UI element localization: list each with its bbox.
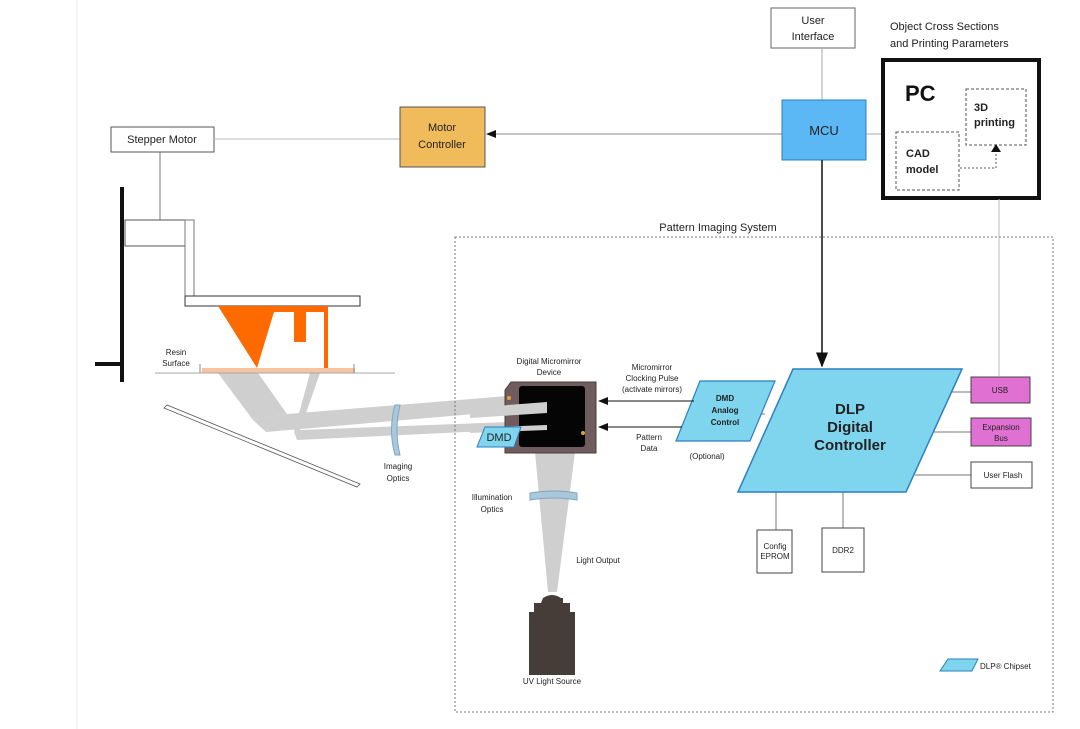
uv-light-source [529, 595, 575, 675]
illumination-optics-label: Illumination [472, 493, 512, 502]
dmd-analog-control [675, 380, 776, 442]
dmd-device-label: Device [537, 368, 562, 377]
mcu-label: MCU [809, 123, 839, 138]
illumination-optics-label: Optics [481, 505, 504, 514]
resin-surface-label: Resin [166, 348, 186, 357]
config-eprom-label: EPROM [760, 552, 790, 561]
clocking-pulse-label: Clocking Pulse [626, 374, 679, 383]
usb-label: USB [992, 386, 1008, 395]
expansion-bus-label: Bus [994, 434, 1008, 443]
cad-model-box [895, 131, 960, 191]
carriage [124, 219, 186, 247]
pc-label: PC [905, 81, 936, 106]
imaging-optics-label: Optics [387, 474, 410, 483]
light-output-beam [535, 452, 575, 592]
pc-box [881, 58, 1041, 200]
illumination-optics-lens [529, 490, 578, 501]
user-flash-label: User Flash [984, 471, 1023, 480]
dlp-controller-label: Digital [827, 419, 873, 436]
motor-controller-label: Controller [418, 139, 466, 151]
mirror [163, 404, 361, 488]
3d-printing-label: printing [974, 117, 1015, 129]
dmd-analog-control-label: Control [711, 418, 739, 427]
user-interface-box [770, 7, 856, 49]
light-beams [218, 373, 575, 592]
user-interface-label: User [801, 15, 825, 27]
user-interface-label: Interface [792, 31, 835, 43]
config-eprom-box [756, 529, 793, 574]
resin-surface-label: Surface [162, 359, 190, 368]
expansion-bus-label: Expansion [982, 423, 1019, 432]
pattern-data-label: Pattern [636, 433, 662, 442]
build-stage: Resin Surface [95, 152, 395, 488]
stepper-motor-box [110, 126, 215, 153]
legend-chipset-label: DLP® Chipset [980, 662, 1032, 671]
mcu-box [781, 99, 867, 161]
optional-label: (Optional) [689, 452, 724, 461]
motor-controller-box [399, 106, 486, 168]
cad-model-label: CAD [906, 148, 930, 160]
resin-surface [202, 368, 355, 373]
config-eprom-label: Config [763, 542, 786, 551]
dlp-controller-label: DLP [835, 401, 865, 418]
arrow-icon [991, 144, 1001, 152]
light-output-label: Light Output [576, 556, 620, 565]
legend-chipset-swatch [939, 658, 979, 672]
expansion-bus-box [970, 417, 1032, 447]
dmd-chip-label-box [476, 426, 522, 448]
clocking-pulse-label: Micromirror [632, 363, 673, 372]
user-flash-box [970, 461, 1033, 489]
usb-box [970, 376, 1031, 404]
imaging-optics-label: Imaging [384, 462, 412, 471]
lower-beam [294, 422, 510, 440]
ddr2-label: DDR2 [832, 546, 854, 555]
build-platform [184, 295, 361, 307]
dlp-controller-label: Controller [814, 437, 886, 454]
clocking-pulse-label: (activate mirrors) [622, 385, 682, 394]
cad-model-label: model [906, 164, 938, 176]
pc-caption: Object Cross Sections [890, 21, 999, 33]
pattern-data-label: Data [641, 444, 658, 453]
ddr2-box [821, 527, 865, 573]
pattern-imaging-system-title: Pattern Imaging System [659, 222, 776, 234]
3d-printing-label: 3D [974, 102, 988, 114]
stepper-motor-label: Stepper Motor [127, 134, 197, 146]
uv-light-source-label: UV Light Source [523, 677, 582, 686]
dmd-analog-control-label: Analog [711, 406, 738, 415]
motor-controller-label: Motor [428, 122, 456, 134]
dlp-digital-controller [736, 368, 964, 493]
pattern-imaging-system-box [454, 236, 1054, 713]
dmd-analog-control-label: DMD [716, 394, 734, 403]
pc-caption: and Printing Parameters [890, 38, 1009, 50]
imaging-optics-lens [391, 404, 401, 456]
dmd-label: DMD [486, 432, 511, 444]
dmd-device-label: Digital Micromirror [517, 357, 582, 366]
upper-beam [253, 395, 520, 432]
